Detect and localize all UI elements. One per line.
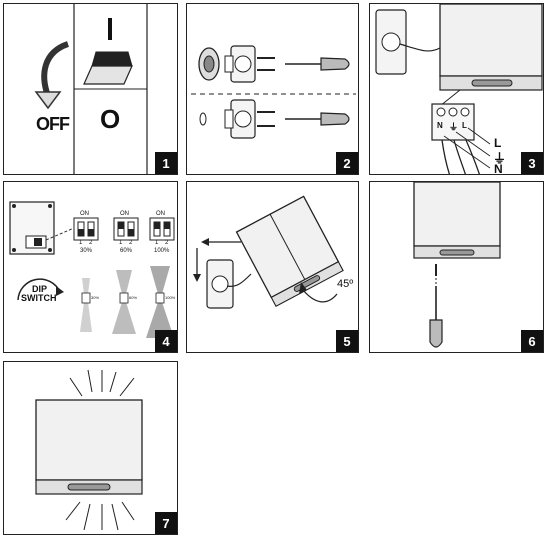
dip-pin-1a: 1 bbox=[79, 240, 83, 246]
step-7-panel: 7 bbox=[3, 361, 178, 535]
step-7-illustration bbox=[35, 369, 143, 531]
step-3-panel: N ⏚ L L ⏚ N 3 bbox=[369, 3, 544, 175]
rotate-arrow-icon bbox=[299, 282, 307, 294]
step-number: 2 bbox=[336, 152, 358, 174]
dip-on-label-3: ON bbox=[156, 211, 165, 217]
dip-pin-2b: 2 bbox=[129, 240, 133, 246]
step-2-illustration bbox=[191, 45, 356, 139]
dip-pin-2c: 2 bbox=[165, 240, 169, 246]
dip-on-label-1: ON bbox=[80, 211, 89, 217]
dip-pin-1b: 1 bbox=[119, 240, 123, 246]
step-2-panel: 2 bbox=[186, 3, 359, 175]
off-label: OFF bbox=[36, 114, 70, 134]
dip-level-60: 60% bbox=[120, 248, 133, 254]
step-4-panel: ON ON ON 1 2 1 2 1 2 30% 60% 100% DIP SW… bbox=[3, 181, 178, 353]
dip-on-label-2: ON bbox=[120, 211, 129, 217]
dip-level-100: 100% bbox=[154, 248, 170, 254]
step-4-illustration bbox=[9, 201, 175, 338]
dip-pin-1c: 1 bbox=[155, 240, 159, 246]
dip-pin-2a: 2 bbox=[89, 240, 93, 246]
left-arrow-icon bbox=[201, 238, 209, 246]
step-3-illustration bbox=[375, 4, 543, 174]
step-number: 5 bbox=[336, 330, 358, 352]
step-number: 6 bbox=[521, 330, 543, 352]
screwdriver-icon bbox=[320, 57, 350, 71]
step-number: 3 bbox=[521, 152, 543, 174]
zero-symbol: O bbox=[100, 104, 121, 134]
legend-n: N bbox=[494, 162, 503, 175]
down-arrow-icon bbox=[193, 274, 201, 282]
legend-ground: ⏚ bbox=[493, 151, 507, 166]
step-1-illustration bbox=[34, 4, 148, 174]
legend-l: L bbox=[494, 136, 502, 150]
step-6-illustration bbox=[413, 182, 501, 348]
terminal-label-l: L bbox=[462, 121, 467, 130]
beam-tag-60: 60% bbox=[129, 295, 138, 300]
rocker-switch bbox=[83, 65, 133, 85]
angle-label: 45º bbox=[337, 278, 354, 290]
dip-level-30: 30% bbox=[80, 248, 93, 254]
light-cube bbox=[235, 195, 344, 307]
beam-tag-30: 30% bbox=[91, 295, 100, 300]
light-cube bbox=[439, 4, 543, 77]
light-cube bbox=[413, 182, 501, 247]
light-cube bbox=[35, 399, 143, 481]
screwdriver-icon bbox=[429, 319, 443, 348]
beam-tag-100: 100% bbox=[165, 295, 176, 300]
step-number: 7 bbox=[155, 512, 177, 534]
terminal-label-ground: ⏚ bbox=[449, 122, 459, 132]
dip-switch-badge-1: DIP bbox=[32, 284, 48, 294]
step-number: 1 bbox=[155, 152, 177, 174]
step-6-panel: 6 bbox=[369, 181, 544, 353]
terminal-label-n: N bbox=[437, 121, 443, 130]
step-number: 4 bbox=[155, 330, 177, 352]
down-arrow-icon bbox=[34, 91, 62, 110]
step-5-illustration bbox=[193, 195, 344, 309]
step-5-panel: 45º 5 bbox=[186, 181, 359, 353]
step-1-panel: OFF O 1 bbox=[3, 3, 178, 175]
dip-switch-badge-2: SWITCH bbox=[21, 293, 57, 303]
